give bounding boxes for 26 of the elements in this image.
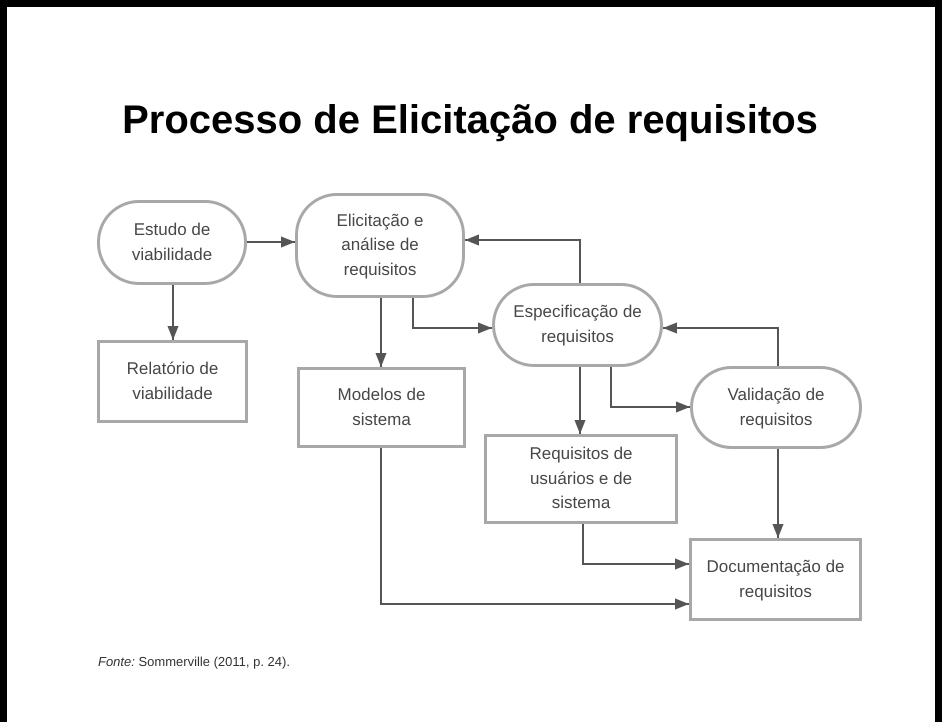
node-label: Validação de requisitos: [726, 384, 826, 430]
node-label: Elicitação e análise de requisitos: [336, 210, 424, 281]
arrow: [574, 367, 586, 434]
node-label: Modelos de sistema: [336, 384, 426, 430]
arrow: [375, 298, 387, 367]
arrow: [380, 448, 689, 610]
document-box: [297, 367, 466, 448]
node-label: Especificação de requisitos: [512, 301, 643, 348]
arrow: [582, 524, 689, 570]
arrow: [772, 449, 784, 538]
document-box: [689, 538, 862, 621]
arrow: [247, 236, 295, 248]
document-box: [484, 434, 678, 524]
arrow: [167, 285, 179, 340]
node-label: Relatório de viabilidade: [126, 358, 220, 404]
arrow: [663, 322, 779, 366]
slide-title: Processo de Elicitação de requisitos: [121, 97, 819, 144]
node-label: Documentação de requisitos: [706, 556, 846, 602]
source-caption: Fonte: Sommerville (2011, p. 24).: [98, 653, 290, 671]
arrow: [610, 367, 690, 413]
arrow: [412, 298, 492, 334]
node-label: Requisitos de usuários e de sistema: [528, 443, 634, 514]
process-pill: [295, 193, 465, 298]
document-box: [97, 340, 248, 423]
node-label: Estudo de viabilidade: [130, 218, 214, 266]
arrow: [465, 234, 581, 283]
